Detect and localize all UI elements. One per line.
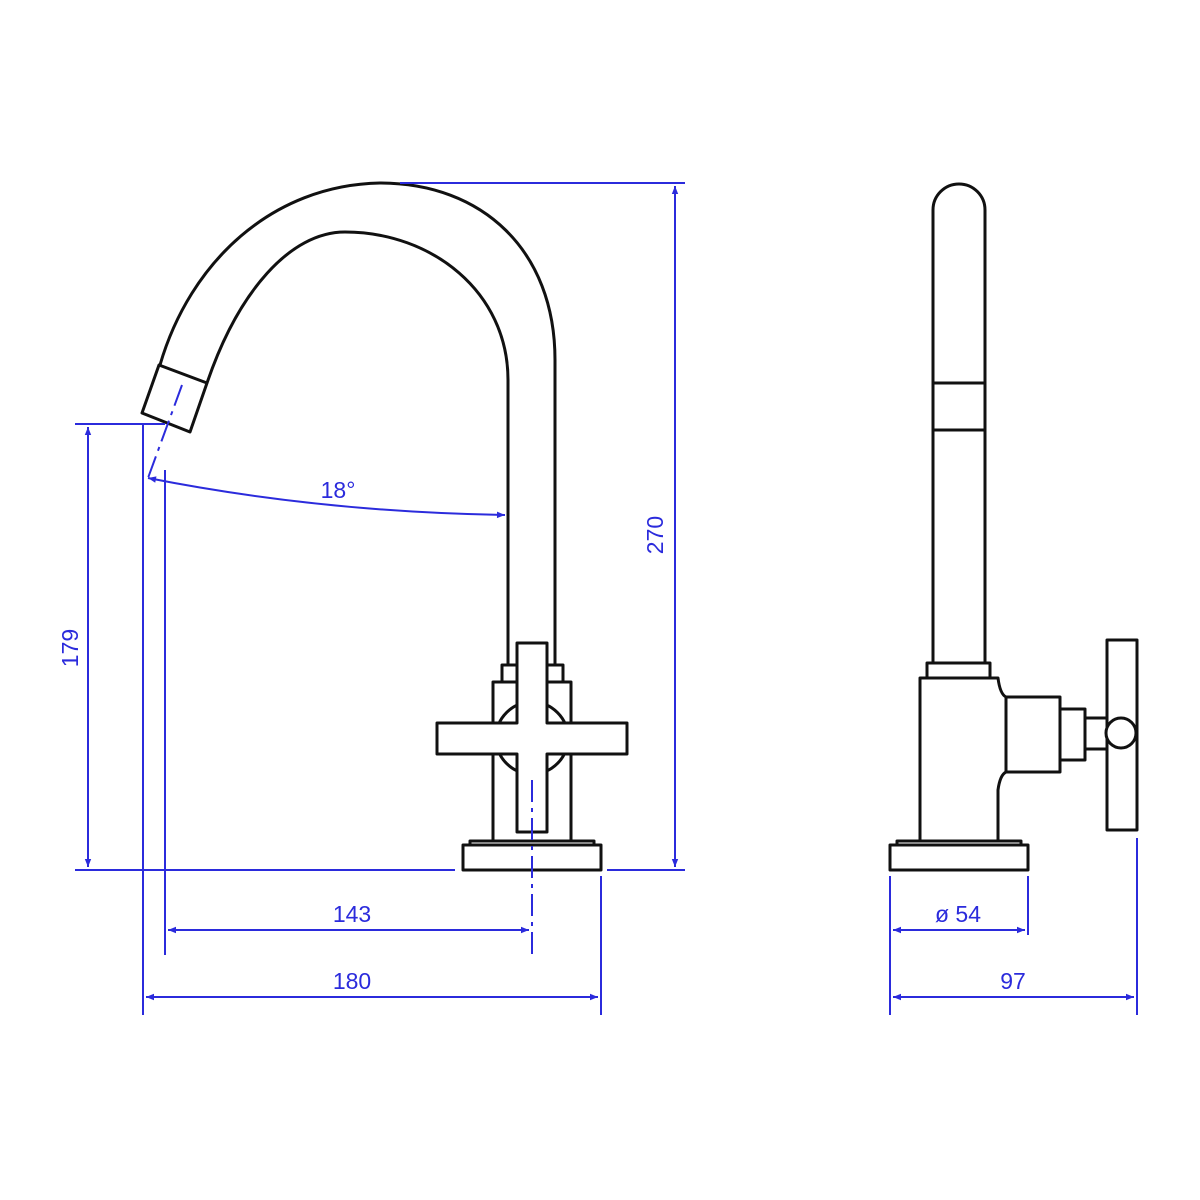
side-spindle [1058, 707, 1087, 762]
spout-inner-curve [205, 230, 510, 665]
side-bonnet [1004, 695, 1062, 774]
cross-handle [435, 641, 629, 834]
label-97: 97 [1000, 968, 1026, 994]
front-view [140, 181, 629, 872]
angle-18-dimension [147, 476, 506, 519]
spout-nozzle [140, 363, 209, 434]
side-view [888, 182, 1139, 872]
side-valve-body [918, 676, 1008, 844]
label-angle: 18° [321, 477, 356, 503]
side-collar [925, 661, 992, 680]
spout-outer-curve [158, 181, 557, 665]
front-dimensions: 270 179 18° 143 180 [57, 182, 685, 1015]
label-270: 270 [642, 516, 668, 554]
side-dimensions: ø 54 97 [889, 838, 1138, 1015]
label-143: 143 [333, 901, 371, 927]
label-180: 180 [333, 968, 371, 994]
side-handle-hub [1104, 716, 1138, 750]
label-diameter-54: ø 54 [935, 901, 981, 927]
side-spindle-tip [1083, 716, 1109, 751]
side-base-plate [888, 843, 1030, 872]
side-spout-tube [931, 182, 987, 665]
label-179: 179 [57, 629, 83, 667]
